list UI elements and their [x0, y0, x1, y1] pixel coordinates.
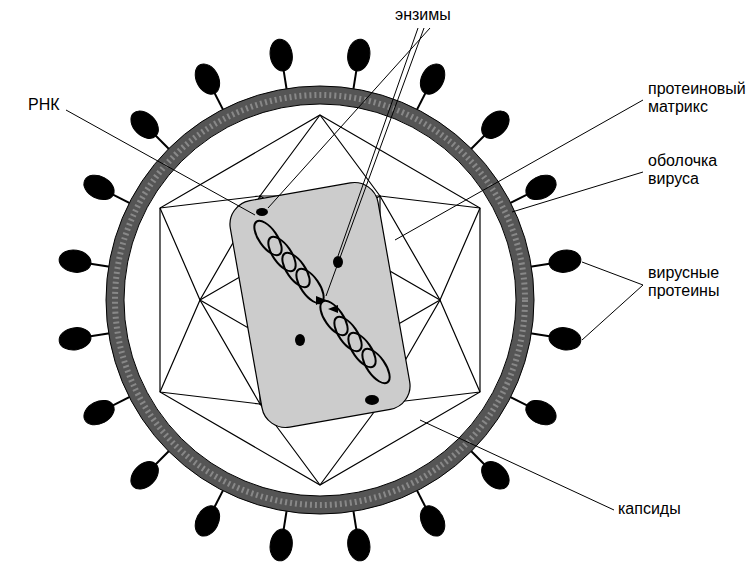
part-label: энзимы [395, 6, 451, 24]
rna-strand [249, 216, 395, 387]
part-label: протеиновый матрикс [648, 80, 748, 117]
capsid-polyhedron [160, 115, 480, 485]
viral-spikes [58, 38, 583, 562]
part-label: РНК [28, 96, 60, 114]
part-label: оболочка вируса [648, 152, 748, 189]
protein-matrix [226, 179, 414, 432]
leader-lines [66, 28, 643, 510]
enzyme-dots [256, 208, 379, 405]
part-label: вирусные протеины [648, 264, 748, 301]
part-label: капсиды [618, 500, 681, 518]
